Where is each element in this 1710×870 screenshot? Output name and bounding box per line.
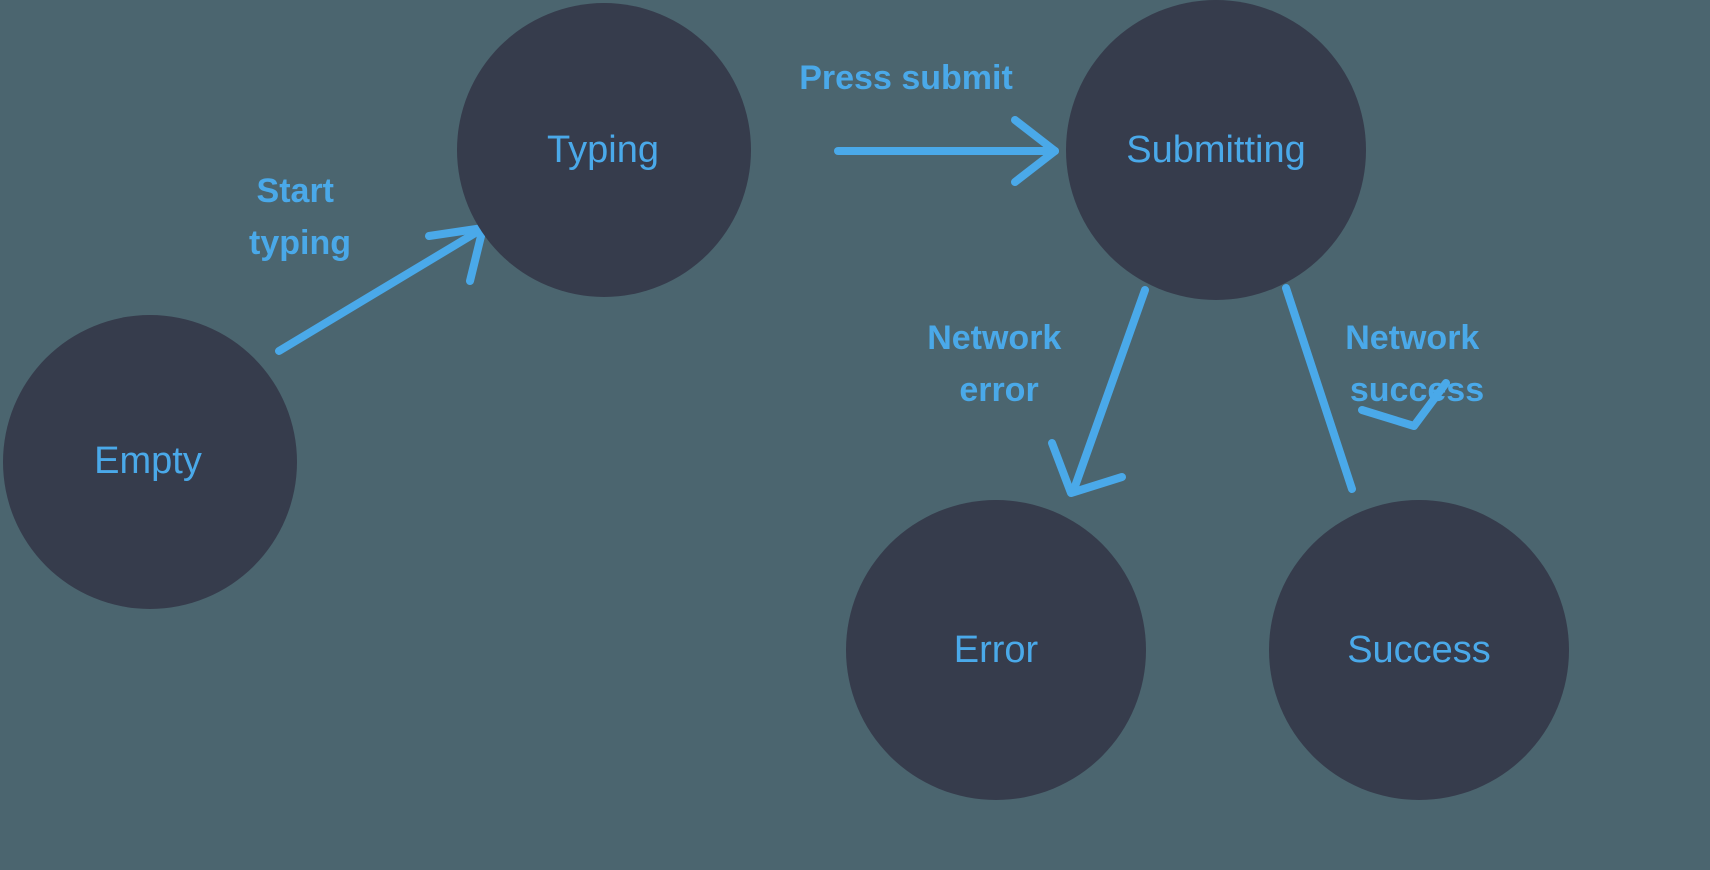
edge-label-start-typing-line-2: typing xyxy=(249,224,351,262)
state-node-typing-label: Typing xyxy=(547,129,659,171)
state-node-empty-label: Empty xyxy=(94,440,202,482)
edge-submitting-to-error xyxy=(1048,286,1149,497)
edge-typing-to-submitting xyxy=(834,116,1059,186)
edge-submitting-to-success-line xyxy=(1282,284,1356,493)
state-node-empty[interactable]: Empty xyxy=(3,315,297,609)
edge-label-network-success-line-2: success xyxy=(1350,371,1484,409)
state-node-success-label: Success xyxy=(1347,629,1491,671)
edge-submitting-to-error-arrowhead xyxy=(1048,439,1126,497)
edge-label-start-typing-line-1: Start xyxy=(257,172,334,210)
edge-empty-to-typing-line xyxy=(275,225,486,355)
edge-label-network-success: Network success xyxy=(1345,319,1489,409)
edge-label-network-error: Network error xyxy=(927,319,1071,409)
state-node-typing[interactable]: Typing xyxy=(457,3,751,297)
edge-label-network-success-line-1: Network xyxy=(1345,319,1479,357)
edge-submitting-to-success-arrowhead xyxy=(1358,379,1450,430)
state-node-typing-circle[interactable] xyxy=(457,3,751,297)
edge-submitting-to-success xyxy=(1282,284,1450,493)
state-node-success[interactable]: Success xyxy=(1269,500,1569,800)
state-node-submitting[interactable]: Submitting xyxy=(1066,0,1366,300)
state-node-submitting-label: Submitting xyxy=(1126,129,1306,171)
state-node-error[interactable]: Error xyxy=(846,500,1146,800)
state-node-error-circle[interactable] xyxy=(846,500,1146,800)
state-node-success-circle[interactable] xyxy=(1269,500,1569,800)
edge-label-press-submit-line-1: Press submit xyxy=(799,59,1013,97)
state-node-error-label: Error xyxy=(954,629,1039,671)
state-node-empty-circle[interactable] xyxy=(3,315,297,609)
state-node-submitting-circle[interactable] xyxy=(1066,0,1366,300)
edge-label-start-typing: Start typing xyxy=(249,172,351,262)
edge-typing-to-submitting-arrowhead xyxy=(1011,116,1059,186)
edge-submitting-to-error-line xyxy=(1069,286,1149,496)
edge-label-network-error-line-1: Network xyxy=(927,319,1061,357)
edge-label-network-error-line-2: error xyxy=(959,371,1038,409)
edge-label-press-submit: Press submit xyxy=(799,59,1013,97)
